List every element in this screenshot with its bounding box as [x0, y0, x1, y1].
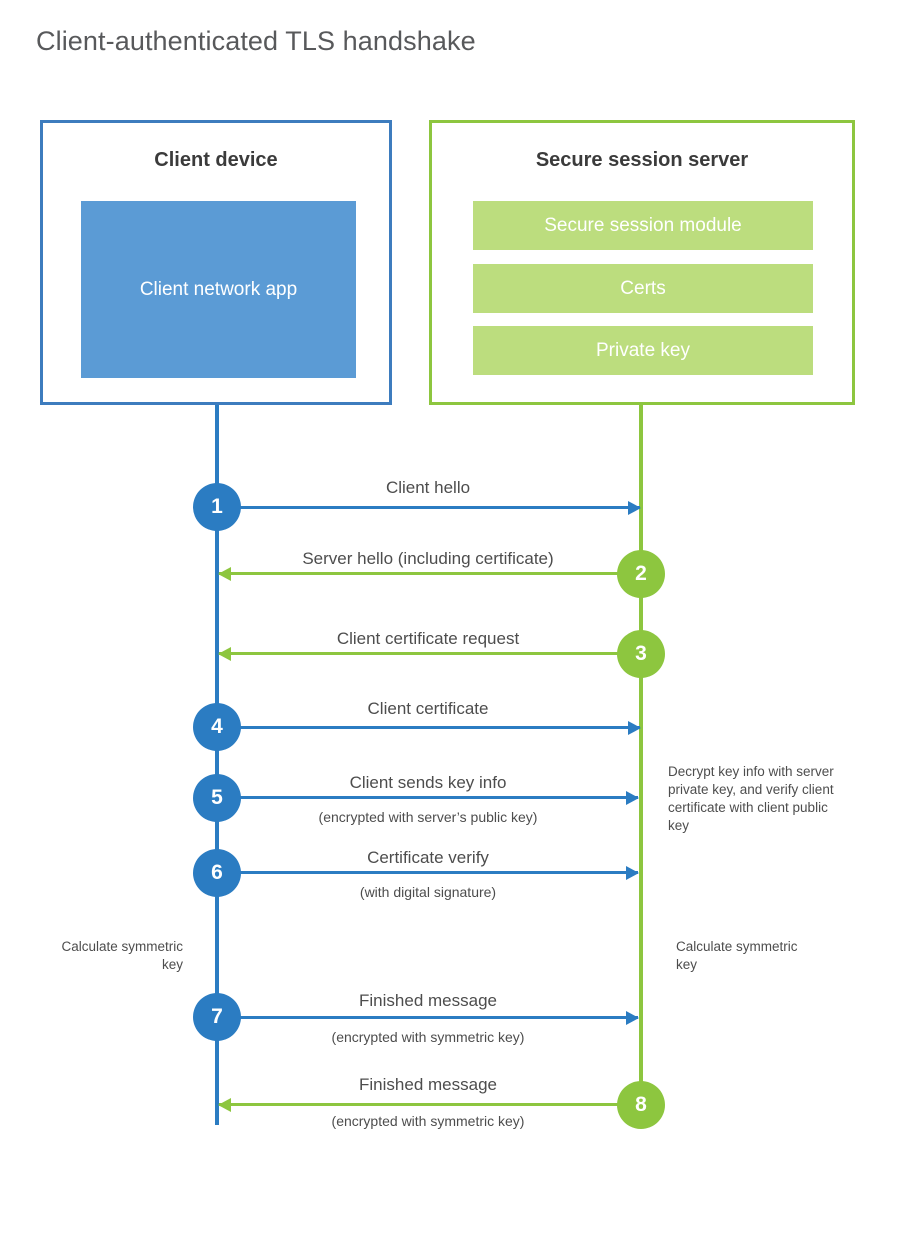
arrow-head-icon [628, 720, 641, 735]
step-circle-3[interactable]: 3 [617, 630, 665, 678]
message-label-2: Server hello (including certificate) [302, 549, 554, 568]
client-calculate-symmetric-key-note: Calculate symmetric key [61, 939, 183, 972]
message-label-4: Client certificate [367, 699, 489, 718]
arrow-shaft [220, 726, 640, 729]
arrow-head-icon [218, 566, 231, 581]
server-lifeline [639, 405, 643, 1105]
client-lifeline [215, 405, 219, 1125]
server-component-private-key: Private key [473, 326, 813, 375]
arrow-shaft [220, 506, 640, 509]
step-circle-6[interactable]: 6 [193, 849, 241, 897]
arrow-shaft [220, 1016, 638, 1019]
message-arrow-8 [218, 1097, 639, 1112]
client-network-app-block: Client network app [81, 201, 356, 378]
step-circle-5[interactable]: 5 [193, 774, 241, 822]
message-arrow-3 [218, 646, 639, 661]
message-label-8: Finished message [359, 1075, 497, 1094]
arrow-shaft [220, 796, 638, 799]
secure-session-server-title: Secure session server [535, 149, 749, 171]
arrow-shaft [219, 652, 639, 655]
message-label-5: Client sends key info [349, 773, 507, 792]
arrow-head-icon [626, 1010, 639, 1025]
arrow-head-icon [218, 1097, 231, 1112]
arrow-head-icon [218, 646, 231, 661]
message-arrow-2 [218, 566, 639, 581]
step-circle-1[interactable]: 1 [193, 483, 241, 531]
arrow-shaft [220, 871, 638, 874]
server-calculate-symmetric-key-note: Calculate symmetric key [676, 939, 798, 972]
client-device-box: Client device Client network app [40, 120, 392, 405]
message-sublabel-8: (encrypted with symmetric key) [331, 1113, 525, 1129]
arrow-shaft [219, 572, 639, 575]
arrow-head-icon [628, 500, 641, 515]
arrow-head-icon [626, 865, 639, 880]
message-label-1: Client hello [385, 478, 471, 497]
secure-session-server-box: Secure session server Secure session mod… [429, 120, 855, 405]
message-arrow-5 [220, 790, 639, 805]
message-label-7: Finished message [359, 991, 497, 1010]
message-arrow-4 [220, 720, 641, 735]
message-arrow-1 [220, 500, 641, 515]
server-decrypt-note: Decrypt key info with server private key… [668, 764, 834, 833]
server-component-secure-session-module: Secure session module [473, 201, 813, 250]
server-component-certs: Certs [473, 264, 813, 313]
message-label-6: Certificate verify [367, 848, 489, 867]
client-device-title: Client device [154, 149, 278, 171]
step-circle-7[interactable]: 7 [193, 993, 241, 1041]
message-sublabel-6: (with digital signature) [359, 884, 497, 900]
page-title: Client-authenticated TLS handshake [36, 26, 476, 56]
arrow-shaft [219, 1103, 639, 1106]
message-arrow-7 [220, 1010, 639, 1025]
arrow-head-icon [626, 790, 639, 805]
step-circle-2[interactable]: 2 [617, 550, 665, 598]
message-label-3: Client certificate request [336, 629, 520, 648]
step-circle-8[interactable]: 8 [617, 1081, 665, 1129]
message-sublabel-7: (encrypted with symmetric key) [331, 1029, 525, 1045]
message-sublabel-5: (encrypted with server’s public key) [318, 809, 538, 825]
step-circle-4[interactable]: 4 [193, 703, 241, 751]
message-arrow-6 [220, 865, 639, 880]
